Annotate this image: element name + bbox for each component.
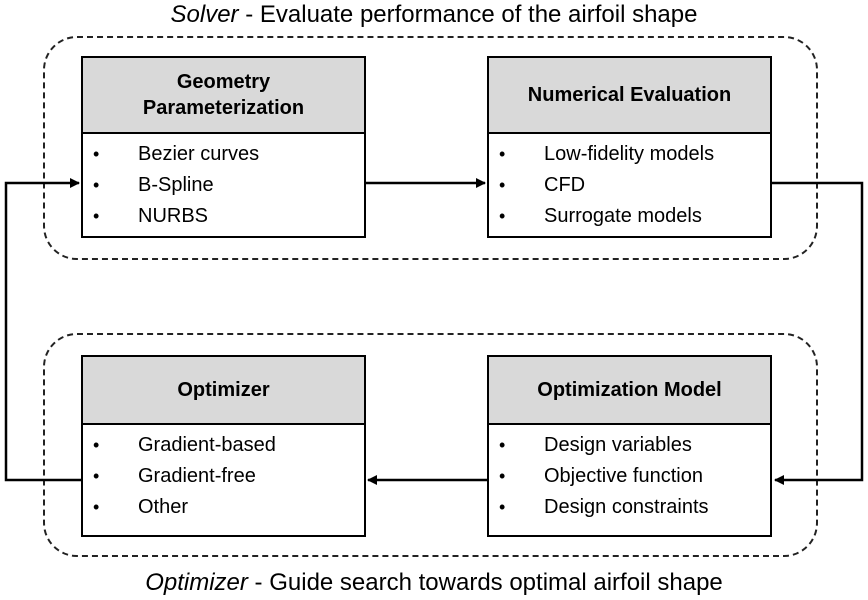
geometry-parameterization-header: Geometry Parameterization bbox=[83, 58, 364, 134]
optimization-model-header: Optimization Model bbox=[489, 357, 770, 425]
optimizer-caption-italic: Optimizer bbox=[145, 569, 248, 596]
solver-caption: Solver - Evaluate performance of the air… bbox=[0, 0, 868, 30]
list-item-label: Surrogate models bbox=[544, 205, 702, 227]
list-item-label: Bezier curves bbox=[138, 143, 260, 165]
solver-caption-italic: Solver bbox=[170, 1, 239, 28]
list-item-label: Design variables bbox=[544, 434, 692, 456]
bullet-icon: • bbox=[499, 497, 506, 517]
geometry-parameterization-box: Geometry Parameterization • Bezier curve… bbox=[81, 56, 366, 238]
list-item: • Low-fidelity models bbox=[489, 139, 770, 170]
optimizer-group bbox=[43, 333, 818, 557]
list-item-label: CFD bbox=[544, 174, 586, 196]
bullet-icon: • bbox=[499, 466, 506, 486]
list-item-label: Other bbox=[138, 496, 189, 518]
list-item: • Gradient-free bbox=[83, 461, 364, 492]
optimizer-title: Optimizer bbox=[177, 379, 270, 401]
list-item: • Bezier curves bbox=[83, 139, 364, 170]
numerical-evaluation-box: Numerical Evaluation • Low-fidelity mode… bbox=[487, 56, 772, 238]
list-item-label: Design constraints bbox=[544, 496, 709, 518]
optimization-model-title: Optimization Model bbox=[537, 379, 722, 401]
bullet-icon: • bbox=[499, 435, 506, 455]
list-item-label: B-Spline bbox=[138, 174, 214, 196]
optimizer-header: Optimizer bbox=[83, 357, 364, 425]
list-item-label: Objective function bbox=[544, 465, 703, 487]
geometry-item-list: • Bezier curves • B-Spline • NURBS bbox=[83, 134, 364, 232]
list-item: • Other bbox=[83, 492, 364, 523]
solver-group bbox=[43, 36, 818, 260]
numerical-title: Numerical Evaluation bbox=[527, 84, 732, 106]
list-item: • Design variables bbox=[489, 430, 770, 461]
bullet-icon: • bbox=[499, 144, 506, 164]
numerical-evaluation-header: Numerical Evaluation bbox=[489, 58, 770, 134]
geometry-title-line1: Geometry bbox=[176, 71, 271, 93]
arrow-optimizer-to-geometry bbox=[4, 178, 81, 482]
bullet-icon: • bbox=[93, 175, 100, 195]
list-item: • Surrogate models bbox=[489, 201, 770, 232]
optimization-model-box: Optimization Model • Design variables • … bbox=[487, 355, 772, 537]
list-item: • CFD bbox=[489, 170, 770, 201]
optimizer-box: Optimizer • Gradient-based • Gradient-fr… bbox=[81, 355, 366, 537]
bullet-icon: • bbox=[93, 435, 100, 455]
optimizer-caption-text: - Guide search towards optimal airfoil s… bbox=[247, 569, 723, 596]
list-item: • NURBS bbox=[83, 201, 364, 232]
numerical-item-list: • Low-fidelity models • CFD • Surrogate … bbox=[489, 134, 770, 232]
bullet-icon: • bbox=[499, 175, 506, 195]
list-item: • Gradient-based bbox=[83, 430, 364, 461]
list-item: • Design constraints bbox=[489, 492, 770, 523]
list-item-label: Gradient-based bbox=[138, 434, 276, 456]
list-item: • B-Spline bbox=[83, 170, 364, 201]
solver-caption-text: - Evaluate performance of the airfoil sh… bbox=[238, 1, 698, 28]
optimization-model-item-list: • Design variables • Objective function … bbox=[489, 425, 770, 523]
list-item-label: NURBS bbox=[138, 205, 209, 227]
bullet-icon: • bbox=[93, 466, 100, 486]
optimizer-item-list: • Gradient-based • Gradient-free • Other bbox=[83, 425, 364, 523]
bullet-icon: • bbox=[93, 497, 100, 517]
geometry-title-line2: Parameterization bbox=[142, 97, 305, 119]
list-item-label: Gradient-free bbox=[138, 465, 256, 487]
arrow-numerical-to-optimization-model bbox=[772, 181, 864, 485]
bullet-icon: • bbox=[499, 206, 506, 226]
bullet-icon: • bbox=[93, 144, 100, 164]
list-item: • Objective function bbox=[489, 461, 770, 492]
optimizer-caption: Optimizer - Guide search towards optimal… bbox=[0, 568, 868, 598]
bullet-icon: • bbox=[93, 206, 100, 226]
list-item-label: Low-fidelity models bbox=[544, 143, 715, 165]
